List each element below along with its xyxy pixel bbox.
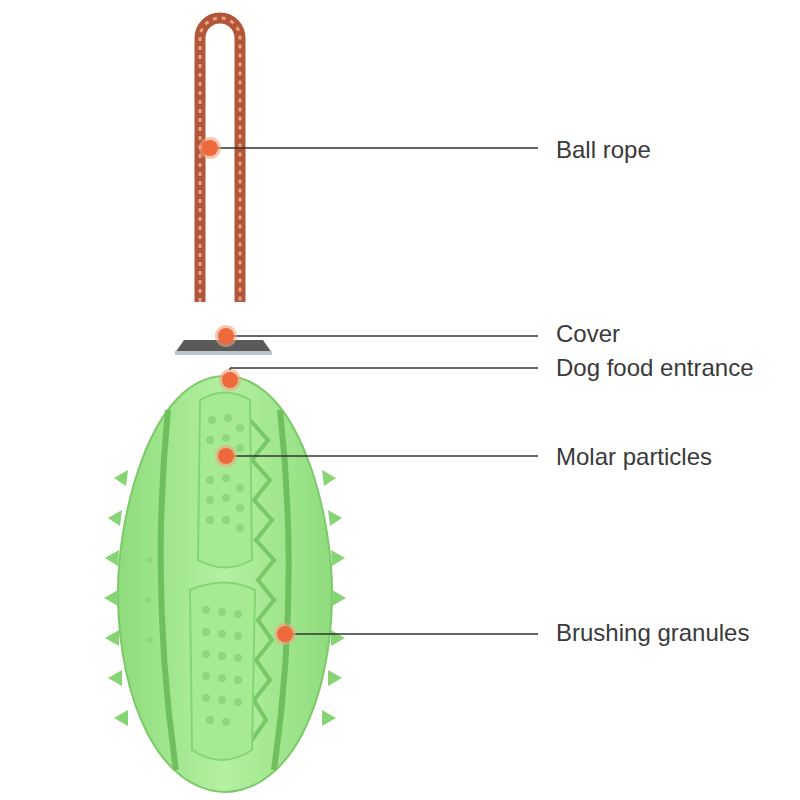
chew-ball <box>104 376 346 792</box>
ball-rope <box>200 18 240 302</box>
part-label: Molar particles <box>556 443 712 472</box>
leader-lines <box>210 148 538 634</box>
part-label: Ball rope <box>556 136 651 165</box>
part-label: Dog food entrance <box>556 354 753 383</box>
callout-dots <box>199 137 296 645</box>
part-label: Brushing granules <box>556 619 749 648</box>
part-label: Cover <box>556 320 620 349</box>
